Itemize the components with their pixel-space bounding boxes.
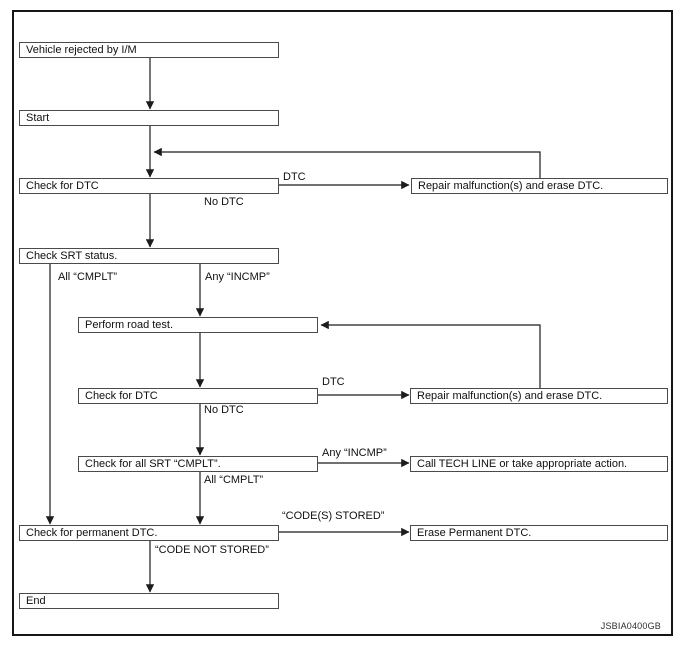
edge-label-dtc-1: DTC <box>283 171 306 183</box>
figure-code: JSBIA0400GB <box>600 621 661 631</box>
edge-label-no-dtc-1: No DTC <box>204 196 244 208</box>
flow-node-check-srt: Check SRT status. <box>19 248 279 264</box>
edge-label-code-not-stored: “CODE NOT STORED” <box>155 544 269 556</box>
edge-label-any-incmp-2: Any “INCMP” <box>322 447 387 459</box>
edge-label-all-cmplt-2: All “CMPLT” <box>204 474 264 486</box>
flow-node-check-dtc-1: Check for DTC <box>19 178 279 194</box>
edge-label-codes-stored: “CODE(S) STORED” <box>282 510 385 522</box>
diagram-frame <box>12 10 673 636</box>
flow-node-road-test: Perform road test. <box>78 317 318 333</box>
flow-node-check-all-srt: Check for all SRT “CMPLT”. <box>78 456 318 472</box>
edge-label-any-incmp-1: Any “INCMP” <box>205 271 270 283</box>
flow-node-start: Start <box>19 110 279 126</box>
flow-node-erase-permanent-dtc: Erase Permanent DTC. <box>410 525 668 541</box>
flow-node-check-dtc-2: Check for DTC <box>78 388 318 404</box>
edge-label-dtc-2: DTC <box>322 376 345 388</box>
edge-label-no-dtc-2: No DTC <box>204 404 244 416</box>
flow-node-repair-1: Repair malfunction(s) and erase DTC. <box>411 178 668 194</box>
flow-node-repair-2: Repair malfunction(s) and erase DTC. <box>410 388 668 404</box>
flow-node-vehicle-rejected: Vehicle rejected by I/M <box>19 42 279 58</box>
edge-label-all-cmplt-1: All “CMPLT” <box>58 271 118 283</box>
flow-node-end: End <box>19 593 279 609</box>
flow-node-call-tech-line: Call TECH LINE or take appropriate actio… <box>410 456 668 472</box>
flow-node-check-permanent-dtc: Check for permanent DTC. <box>19 525 279 541</box>
